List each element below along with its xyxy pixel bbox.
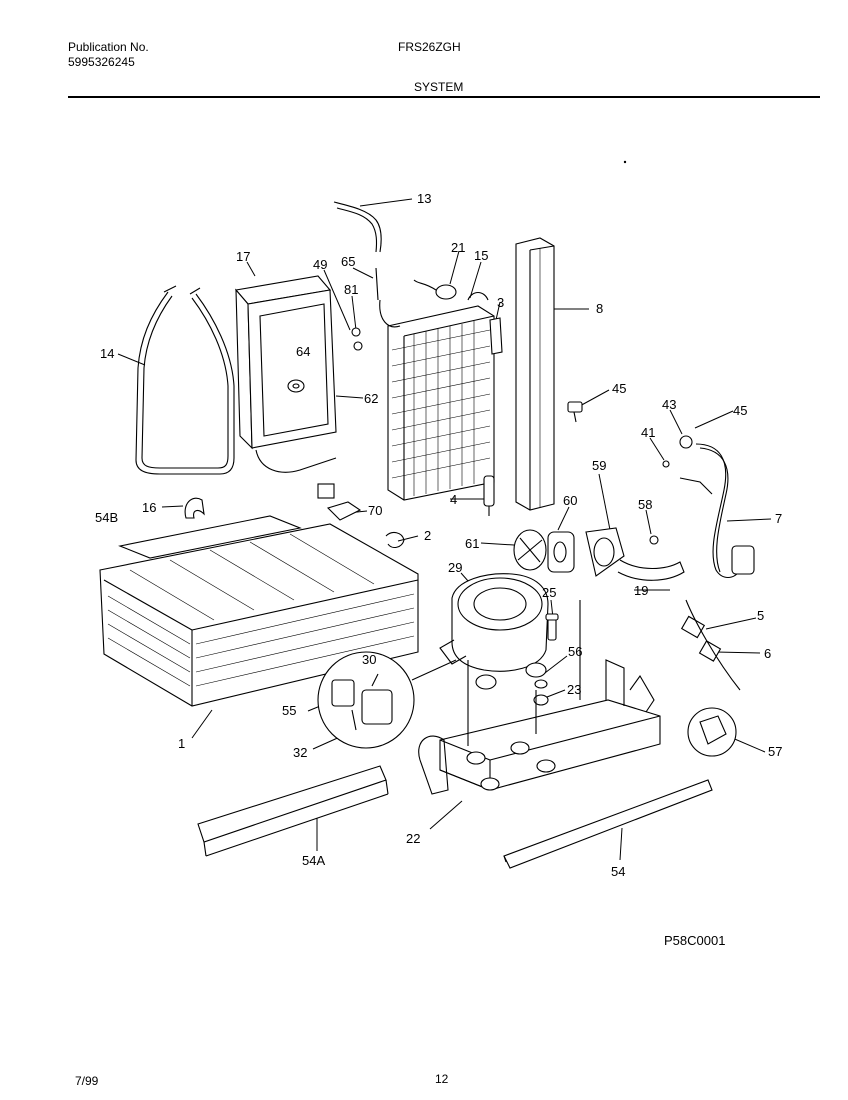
callout-56: 56 [568,644,583,659]
screw-part [649,535,659,545]
callout-43: 43 [662,397,677,412]
callout-58: 58 [638,497,653,512]
publication-number: 5995326245 [68,55,135,69]
evaporator-coil-part [375,267,495,501]
callout-25: 25 [542,585,557,600]
sensor-part [413,279,457,300]
power-cord-part [662,435,755,579]
rear-rail-part [503,779,713,869]
callout-8: 8 [596,301,604,316]
callout-22: 22 [406,831,421,846]
section-title: SYSTEM [414,80,464,94]
callout-1: 1 [178,736,186,751]
drain-trough-part [326,501,362,521]
callout-55: 55 [282,703,297,718]
callout-29: 29 [448,560,463,575]
compressor-part [439,573,549,690]
callout-5: 5 [757,608,765,623]
callout-21: 21 [451,240,466,255]
callout-13: 13 [417,191,432,206]
callout-65: 65 [341,254,356,269]
callout-60: 60 [563,493,578,508]
callout-19: 19 [634,583,649,598]
callout-23: 23 [567,682,582,697]
tube-part [617,559,685,581]
callout-49: 49 [313,257,328,272]
footer-date: 7/99 [75,1074,99,1088]
fan-bracket-part [585,527,625,577]
defrost-thermostat-part [483,475,495,516]
callout-3: 3 [497,295,505,310]
callout-16: 16 [142,500,157,515]
speck-mark [623,160,627,164]
clamp-part [385,531,405,549]
clip-part [184,497,205,519]
callout-54A: 54A [302,853,326,868]
callout-59: 59 [592,458,607,473]
callout-57: 57 [768,744,783,759]
defrost-heater-part [135,285,235,475]
channel-part [515,237,555,511]
fastener-part [351,327,361,337]
grommet-part [533,694,549,706]
callout-54B: 54B [95,510,119,525]
relay-detail-part [317,651,457,749]
washer-part [534,679,548,689]
header-rule [68,96,820,98]
publication-label: Publication No. [68,40,149,54]
screw-part [567,401,583,423]
callout-15: 15 [474,248,489,263]
callout-32: 32 [293,745,308,760]
condenser-fan-part [513,529,547,571]
callout-45: 45 [612,381,627,396]
callout-17: 17 [236,249,251,264]
mounting-bolt-part [545,613,559,641]
base-pan-part [418,600,661,795]
drier-part [680,599,741,691]
leader-lines [117,198,772,861]
evaporator-cover-part [234,275,337,473]
callout-45-b: 45 [733,403,748,418]
callout-70: 70 [368,503,383,518]
front-rail-part [197,765,389,857]
drain-bracket-part [317,483,335,499]
callout-7: 7 [775,511,783,526]
figure-code: P58C0001 [664,933,726,948]
model-number: FRS26ZGH [398,40,461,54]
callout-30: 30 [362,652,377,667]
callout-2: 2 [424,528,432,543]
callout-41: 41 [641,425,656,440]
fan-motor-part [547,531,575,573]
callout-14: 14 [100,346,115,361]
bracket-part [489,317,503,355]
callout-61: 61 [465,536,480,551]
callout-6: 6 [764,646,772,661]
caster-part [687,707,737,757]
callout-81: 81 [344,282,359,297]
sensor-wire-part [333,201,382,253]
grommet-part [287,379,305,393]
callout-64: 64 [296,344,311,359]
callout-54: 54 [611,864,626,879]
page-number: 12 [435,1072,449,1086]
fastener-part [353,341,363,351]
callout-62: 62 [364,391,379,406]
callout-4: 4 [450,492,458,507]
